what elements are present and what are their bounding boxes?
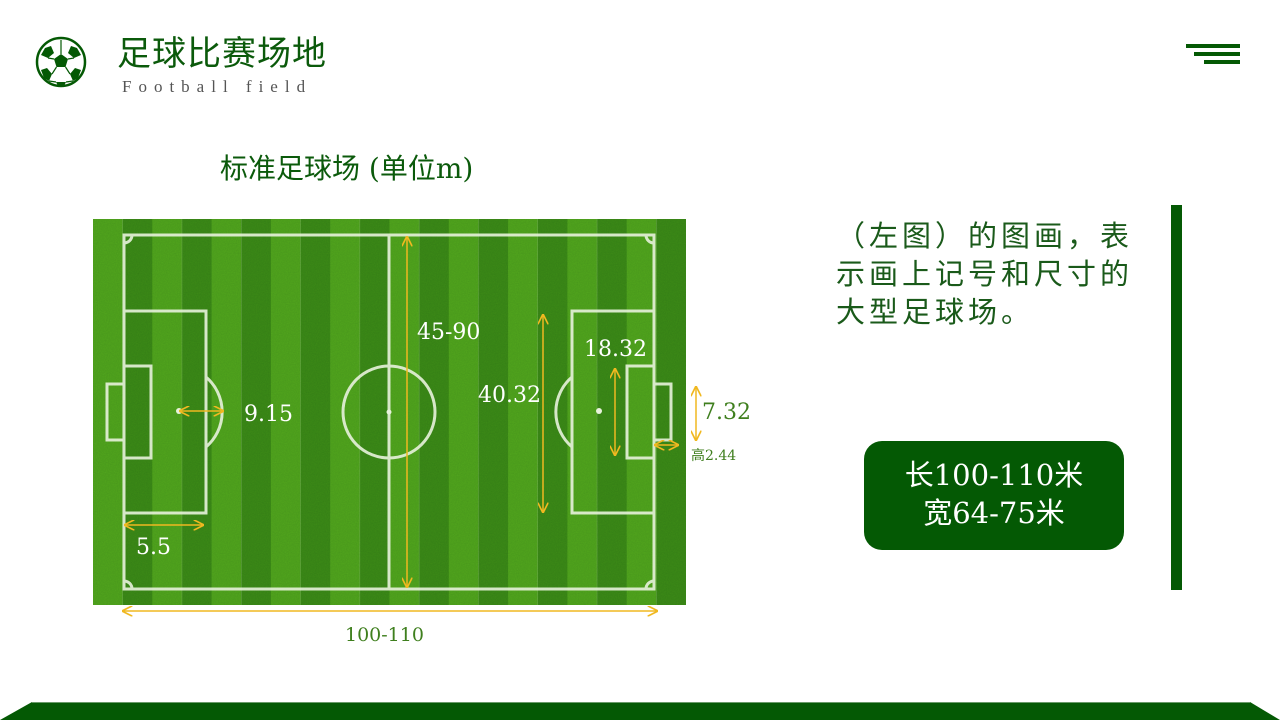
label-goal-height: 高2.44 bbox=[691, 448, 737, 464]
description-text: （左图）的图画，表 示画上记号和尺寸的 大型足球场。 bbox=[836, 217, 1166, 331]
label-goal-width: 7.32 bbox=[702, 400, 751, 425]
page-subtitle: Football field bbox=[122, 77, 313, 96]
hamburger-menu-icon[interactable] bbox=[1186, 44, 1240, 66]
page-title: 足球比赛场地 bbox=[117, 34, 327, 74]
label-width-range: 45-90 bbox=[417, 320, 481, 345]
description-line-2: 示画上记号和尺寸的 bbox=[836, 257, 1134, 291]
label-length-range: 100-110 bbox=[345, 624, 424, 646]
description-line-1: （左图）的图画，表 bbox=[836, 219, 1134, 253]
soccer-ball-icon bbox=[35, 36, 87, 88]
accent-vertical-bar bbox=[1171, 205, 1182, 590]
dimension-length: 长100-110米 bbox=[904, 458, 1084, 492]
football-field-diagram bbox=[93, 219, 686, 605]
label-penalty-area-width: 40.32 bbox=[478, 383, 541, 408]
dimension-width: 宽64-75米 bbox=[923, 496, 1065, 530]
label-goal-area-width: 18.32 bbox=[584, 337, 647, 362]
dimensions-box: 长100-110米 宽64-75米 bbox=[864, 441, 1124, 550]
footer-band bbox=[0, 702, 1280, 720]
diagram-caption: 标准足球场 (单位m) bbox=[220, 152, 474, 185]
description-line-3: 大型足球场。 bbox=[836, 295, 1035, 329]
label-penalty-arc-radius: 9.15 bbox=[244, 402, 293, 427]
label-goal-area-depth: 5.5 bbox=[136, 535, 171, 560]
